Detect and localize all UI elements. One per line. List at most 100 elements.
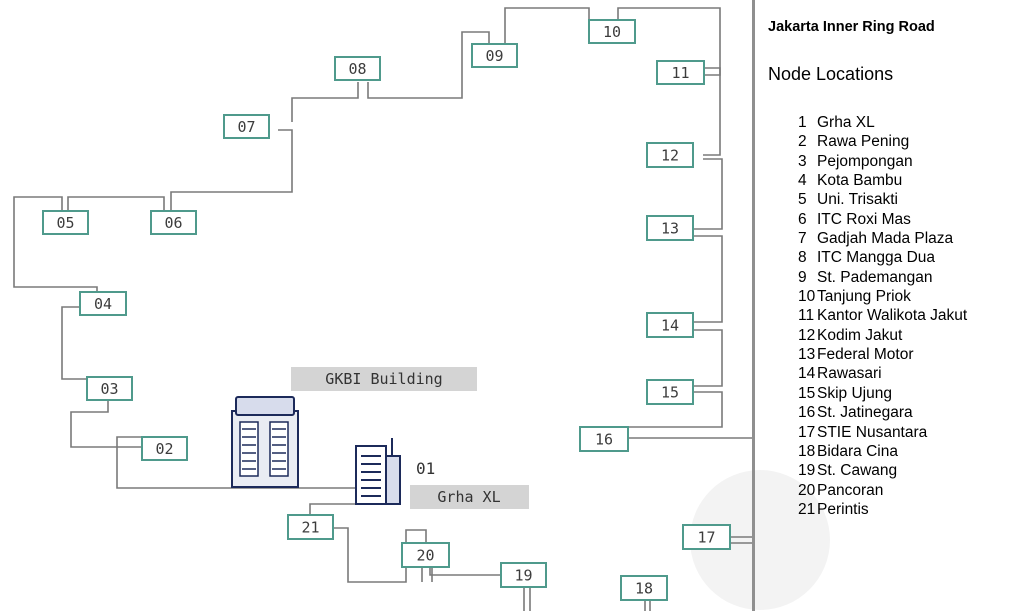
legend-item-number: 5 xyxy=(798,191,807,209)
legend-item: 6 ITC Roxi Mas xyxy=(798,210,967,229)
legend-item-name: Rawasari xyxy=(817,365,882,383)
legend-item-name: Skip Ujung xyxy=(817,384,892,402)
node-label: 13 xyxy=(661,220,679,238)
legend-item-name: Uni. Trisakti xyxy=(817,191,898,209)
legend-item-number: 15 xyxy=(798,384,816,402)
node-box-frame xyxy=(42,210,89,235)
legend-item-name: Tanjung Priok xyxy=(817,288,911,306)
legend-item-number: 8 xyxy=(798,249,807,267)
legend-item-name: Grha XL xyxy=(817,114,875,131)
node-box-frame xyxy=(79,291,127,316)
legend-item-name: STIE Nusantara xyxy=(817,423,928,441)
legend-item-number: 2 xyxy=(798,133,807,151)
node-box-frame xyxy=(334,56,381,81)
legend-item-number: 13 xyxy=(798,346,816,364)
node-box: 13 xyxy=(646,215,694,241)
node-box: 21 xyxy=(287,514,334,540)
node-box-frame xyxy=(588,19,636,44)
node-label: 16 xyxy=(595,431,613,449)
legend-item-name: ITC Roxi Mas xyxy=(817,210,911,228)
node-box-frame xyxy=(682,524,731,550)
legend-item-number: 3 xyxy=(798,152,807,170)
node-box: 06 xyxy=(150,210,197,235)
grha-xl-label: Grha XL xyxy=(437,488,500,506)
node-box-frame xyxy=(287,514,334,540)
legend-item-number: 20 xyxy=(798,481,816,499)
node-label: 08 xyxy=(348,60,366,78)
node-box: 08 xyxy=(334,56,381,81)
node-label: 09 xyxy=(485,47,503,65)
legend-heading: Node Locations xyxy=(768,64,894,84)
node-box: 17 xyxy=(682,524,731,550)
node-box: 05 xyxy=(42,210,89,235)
legend-item-number: 18 xyxy=(798,442,816,460)
legend-item-number: 10 xyxy=(798,288,816,306)
diagram-title: Jakarta Inner Ring Road xyxy=(768,19,935,35)
legend-item: 1 Grha XL xyxy=(798,113,967,132)
node-box: 04 xyxy=(79,291,127,316)
node-box-frame xyxy=(646,215,694,241)
node-box: 07 xyxy=(223,114,270,139)
node-box: 10 xyxy=(588,19,636,44)
legend-item-name: Pancoran xyxy=(817,481,884,499)
node-label: 05 xyxy=(56,214,74,232)
legend-item-name: St. Cawang xyxy=(817,462,898,480)
node-box: 20 xyxy=(401,542,450,568)
legend-item-name: Kota Bambu xyxy=(817,172,903,190)
network-link xyxy=(523,536,752,611)
node-box-frame xyxy=(471,43,518,68)
node-label: 02 xyxy=(155,440,173,458)
network-link xyxy=(628,67,723,428)
node-box: 12 xyxy=(646,142,694,168)
node-box: 09 xyxy=(471,43,518,68)
grha-xl-label-bg xyxy=(410,485,529,509)
legend-item-name: ITC Mangga Dua xyxy=(817,249,936,267)
legend-item-number: 4 xyxy=(798,172,807,190)
node-label: 03 xyxy=(100,380,118,398)
node-box: 11 xyxy=(656,60,705,85)
node-box-frame xyxy=(646,142,694,168)
node-box-frame xyxy=(401,542,450,568)
panel-divider xyxy=(752,0,755,611)
legend-item-name: Perintis xyxy=(817,500,869,518)
node-label: 19 xyxy=(514,567,532,585)
legend-item-number: 16 xyxy=(798,404,816,422)
network-link xyxy=(421,567,433,582)
node-box: 19 xyxy=(500,562,547,588)
legend-item-number: 11 xyxy=(798,307,815,325)
node-box: 03 xyxy=(86,376,133,401)
legend-item-name: Pejompongan xyxy=(817,152,913,170)
node-box-frame xyxy=(620,575,668,601)
legend-item-name: Kodim Jakut xyxy=(817,326,903,344)
legend-item-name: Bidara Cina xyxy=(817,442,898,460)
node-label: 20 xyxy=(416,547,434,565)
legend-item-number: 17 xyxy=(798,423,816,441)
node-label: 15 xyxy=(661,384,679,402)
legend-item-number: 19 xyxy=(798,462,816,480)
node-box-frame xyxy=(86,376,133,401)
node-label: 04 xyxy=(94,295,112,313)
gkbi-building-label-bg xyxy=(291,367,477,391)
legend-item-number: 1 xyxy=(798,114,807,131)
legend-item-number: 6 xyxy=(798,210,807,228)
legend-item-number: 12 xyxy=(798,326,816,344)
office-tower-icon xyxy=(231,396,299,488)
legend-item-number: 21 xyxy=(798,500,816,518)
node-01-caption: 01 xyxy=(416,459,435,478)
legend-item-number: 7 xyxy=(798,230,807,248)
node-box-frame xyxy=(646,312,694,338)
node-label: 18 xyxy=(635,580,653,598)
